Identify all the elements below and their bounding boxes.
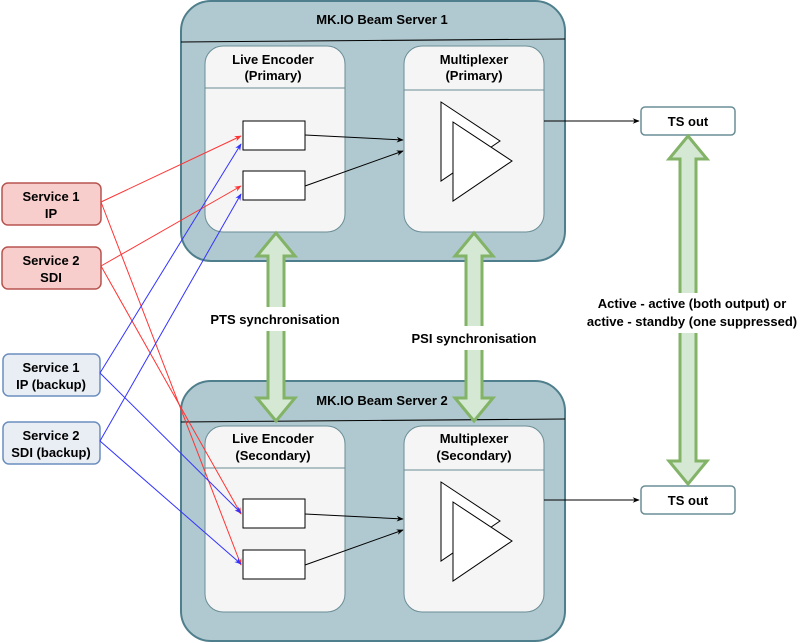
service-2-sdi-backup: Service 2 SDI (backup) [2, 421, 101, 465]
connector-service2-to-encoder-primary [100, 185, 242, 267]
output-mode-label-line2: active - standby (one suppressed) [587, 314, 797, 329]
encoder-secondary-input-1 [242, 498, 306, 529]
multiplexer-secondary: Multiplexer (Secondary) [403, 425, 545, 613]
server-1-container: MK.IO Beam Server 1 Live Encoder (Primar… [180, 0, 566, 262]
psi-label-bg [400, 326, 548, 350]
connector-enc1-to-mux1 [304, 134, 404, 143]
service-2-sdi: Service 2 SDI [1, 246, 102, 290]
ts-output-1: TS out [544, 106, 736, 136]
encoder-secondary: Live Encoder (Secondary) [204, 425, 346, 613]
psi-sync-label: PSI synchronisation [412, 331, 537, 346]
mode-label-bg [583, 293, 802, 333]
connector-service2-backup-to-encoder-primary [99, 193, 242, 442]
service-1-ip-name: Service 1 [22, 189, 79, 204]
connector-enc2-to-mux2 [304, 529, 404, 566]
output-mode-label-line1: Active - active (both output) or [598, 296, 787, 311]
encoder-mux-connections [304, 134, 404, 566]
service-2-sdi-type: SDI [40, 270, 62, 285]
connector-service1-to-encoder-secondary [100, 201, 242, 566]
multiplexer-primary: Multiplexer (Primary) [403, 45, 545, 233]
connector-service2-backup-to-encoder-secondary [99, 440, 242, 565]
service-1-ip-backup: Service 1 IP (backup) [2, 353, 101, 397]
multiplexer-secondary-triangle-icon-2 [452, 501, 513, 582]
encoder-secondary-subtitle: (Secondary) [235, 448, 310, 463]
multiplexer-secondary-title: Multiplexer [440, 431, 509, 446]
connector-service1-backup-to-encoder-primary [99, 143, 242, 374]
ts-out-2-label: TS out [668, 493, 709, 508]
service-1-ip-type: IP [45, 206, 58, 221]
connector-service1-backup-to-encoder-secondary [99, 372, 242, 514]
service-2-backup-type: SDI (backup) [11, 445, 90, 460]
encoder-primary: Live Encoder (Primary) [204, 45, 346, 233]
encoder-primary-subtitle: (Primary) [244, 68, 301, 83]
server-2-title-divider [180, 418, 566, 423]
encoder-primary-title: Live Encoder [232, 52, 314, 67]
multiplexer-secondary-subtitle: (Secondary) [436, 448, 511, 463]
connector-enc1-to-mux2 [304, 513, 404, 522]
encoder-secondary-input-2 [242, 549, 306, 580]
pts-label-bg [200, 307, 352, 331]
server-1-title-divider [180, 38, 566, 43]
service-2-backup-name: Service 2 [22, 428, 79, 443]
multiplexer-primary-subtitle: (Primary) [445, 68, 502, 83]
service-2-sdi-name: Service 2 [22, 253, 79, 268]
server-1-title: MK.IO Beam Server 1 [316, 12, 448, 27]
connector-enc2-to-mux1 [304, 150, 404, 187]
connector-service1-to-encoder-primary [100, 135, 242, 203]
encoder-primary-input-1 [242, 120, 306, 151]
encoder-secondary-title: Live Encoder [232, 431, 314, 446]
service-1-ip: Service 1 IP [1, 182, 102, 226]
ts-output-2: TS out [544, 485, 736, 515]
multiplexer-primary-title: Multiplexer [440, 52, 509, 67]
pts-sync-label: PTS synchronisation [210, 312, 339, 327]
service-connections [99, 135, 242, 566]
encoder-primary-input-2 [242, 170, 306, 201]
server-2-title: MK.IO Beam Server 2 [316, 393, 448, 408]
multiplexer-primary-triangle-icon-2 [452, 121, 513, 202]
service-1-backup-name: Service 1 [22, 360, 79, 375]
ts-out-1-label: TS out [668, 114, 709, 129]
service-1-backup-type: IP (backup) [16, 377, 86, 392]
connector-service2-to-encoder-secondary [100, 265, 242, 515]
